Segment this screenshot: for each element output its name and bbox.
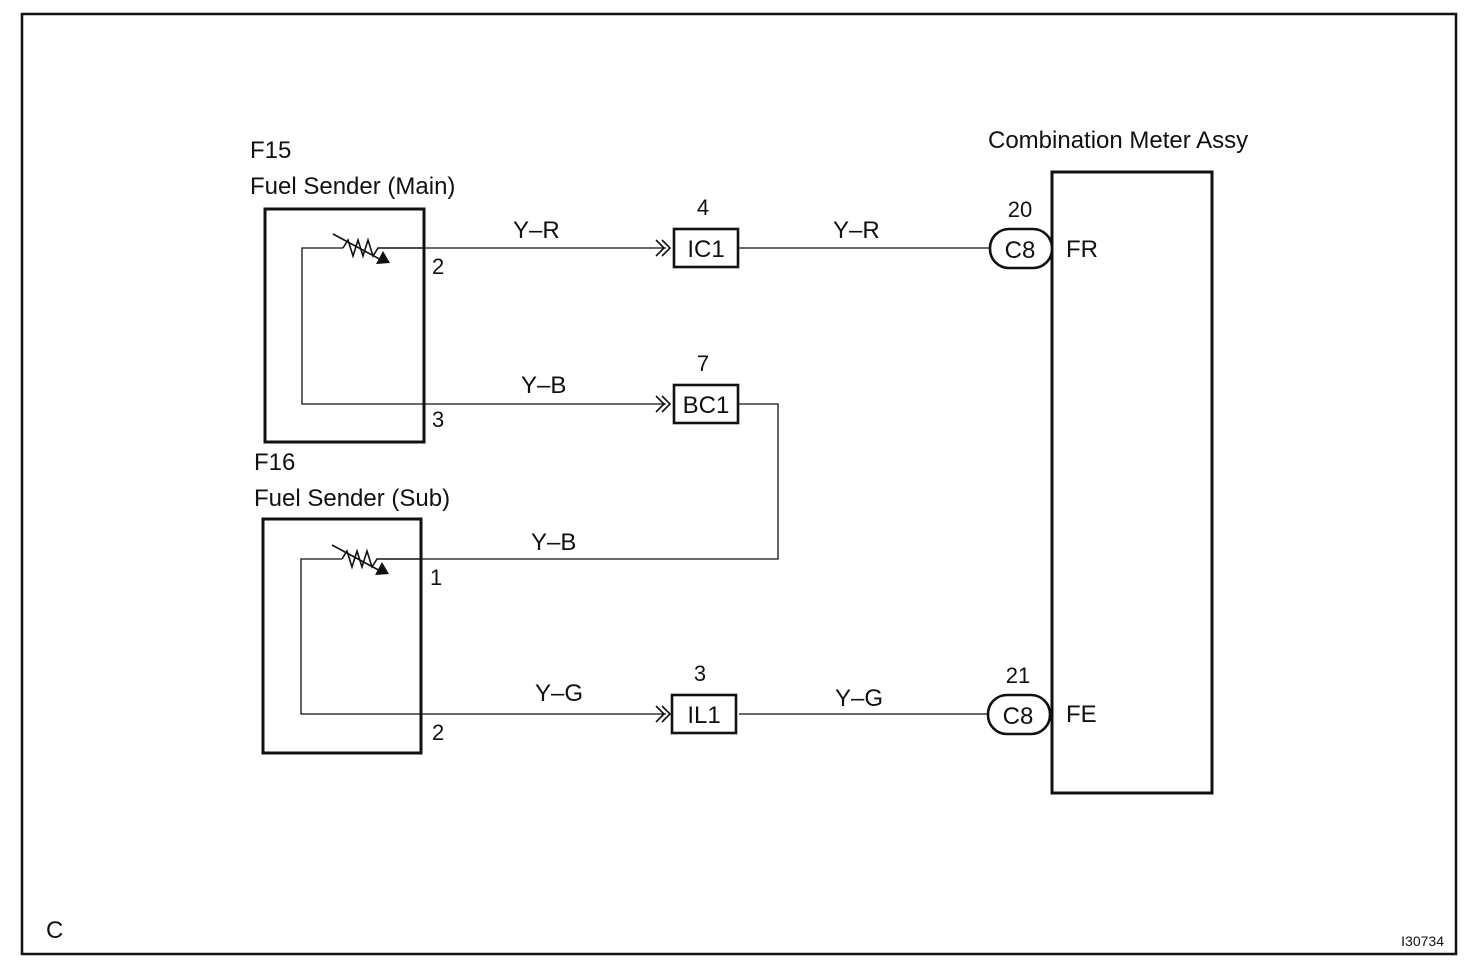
- sender-main-arrowhead-icon: [376, 251, 390, 264]
- junction-bc1: BC1 7: [672, 351, 740, 425]
- sender-main-pin-2: 2: [432, 254, 444, 279]
- corner-label: C: [46, 917, 63, 944]
- sender-sub-variable-arrow-icon: [331, 544, 385, 574]
- sender-sub-resistor-icon: [341, 548, 421, 570]
- diagram-frame: [20, 12, 1458, 956]
- sender-main-box: [263, 207, 426, 444]
- sender-sub-box: [261, 517, 423, 755]
- sender-main-internal-wire: [301, 247, 424, 405]
- sender-sub-pin-2: 2: [432, 720, 444, 745]
- wire-label-fr-right: Y–R: [833, 217, 880, 244]
- junction-bc1-box: [672, 383, 740, 425]
- meter-pin-20: 20: [1008, 197, 1032, 222]
- wire-label-fr-left: Y–R: [513, 217, 560, 244]
- fuel-sender-sub: F16 Fuel Sender (Sub) 1 2: [254, 449, 450, 755]
- figure-id: I30734: [1401, 933, 1444, 949]
- ic1-connector-chevron-icon: [655, 239, 672, 257]
- meter-connector-c8-fe: [986, 693, 1052, 736]
- sender-sub-pin-1: 1: [430, 565, 442, 590]
- meter-connector-fr-label: C8: [1005, 237, 1036, 264]
- sender-sub-internal-wire: [300, 558, 421, 715]
- sender-main-code: F15: [250, 137, 291, 164]
- sender-sub-name: Fuel Sender (Sub): [254, 485, 450, 512]
- meter-pin-21: 21: [1006, 663, 1030, 688]
- wire-label-main-ground: Y–B: [521, 372, 566, 399]
- sender-main-pin-3: 3: [432, 407, 444, 432]
- junction-il1-pin: 3: [694, 661, 706, 686]
- junction-ic1-box: [672, 227, 740, 269]
- wire-bc1-to-sub: [421, 403, 779, 560]
- sender-sub-code: F16: [254, 449, 295, 476]
- meter-connector-fe-label: C8: [1003, 703, 1034, 730]
- junction-ic1: IC1 4: [672, 195, 740, 269]
- meter-title: Combination Meter Assy: [988, 127, 1248, 154]
- meter-connector-c8-fr: [988, 227, 1054, 270]
- wire-label-fe-right: Y–G: [835, 685, 883, 712]
- meter-box: [1050, 170, 1214, 795]
- junction-bc1-label: BC1: [683, 392, 730, 419]
- junction-il1: IL1 3: [670, 661, 738, 735]
- fuel-sender-main: F15 Fuel Sender (Main) 2 3: [250, 137, 455, 444]
- sender-main-resistor-icon: [342, 237, 424, 259]
- meter-terminal-fr: FR: [1066, 236, 1098, 263]
- sender-sub-arrowhead-icon: [375, 562, 389, 575]
- il1-connector-chevron-icon: [655, 705, 672, 723]
- junction-ic1-label: IC1: [687, 236, 724, 263]
- wire-label-sub-ground: Y–B: [531, 529, 576, 556]
- combination-meter: Combination Meter Assy C8 20 FR C8 21 FE: [986, 127, 1248, 795]
- sender-main-variable-arrow-icon: [332, 233, 386, 263]
- junction-ic1-pin: 4: [697, 195, 709, 220]
- sender-main-name: Fuel Sender (Main): [250, 173, 455, 200]
- meter-terminal-fe: FE: [1066, 701, 1097, 728]
- bc1-connector-chevron-icon: [655, 395, 672, 413]
- wire-label-fe-left: Y–G: [535, 680, 583, 707]
- junction-bc1-pin: 7: [697, 351, 709, 376]
- junction-il1-label: IL1: [687, 702, 720, 729]
- junction-il1-box: [670, 693, 738, 735]
